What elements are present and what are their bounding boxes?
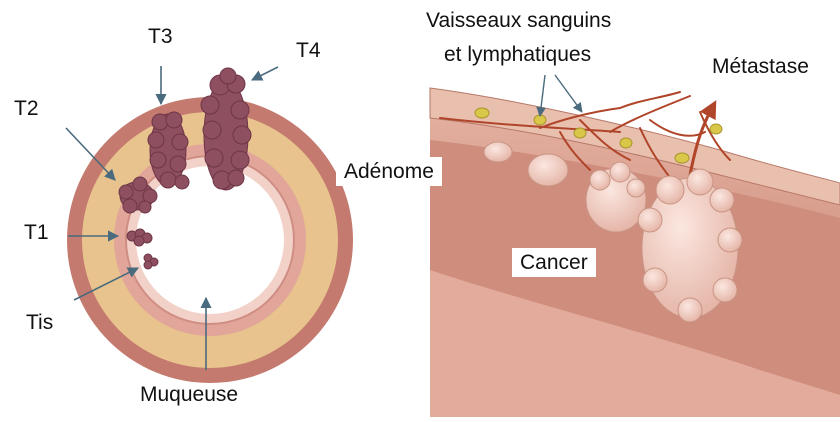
label-muqueuse: Muqueuse [140,384,238,405]
colon-longitudinal-section [430,88,840,417]
label-t1: T1 [24,222,49,243]
label-t2: T2 [14,98,39,119]
label-t3: T3 [148,26,173,47]
label-tis: Tis [26,312,53,333]
label-vessels-line1: Vaisseaux sanguins [426,10,611,31]
label-vessels-line2: et lymphatiques [444,44,591,65]
label-t4: T4 [296,40,321,61]
t4-arrow [252,67,278,80]
lumen [136,166,284,314]
label-cancer: Cancer [512,248,596,277]
label-adenome: Adénome [336,157,442,186]
label-metastase: Métastase [712,56,809,77]
